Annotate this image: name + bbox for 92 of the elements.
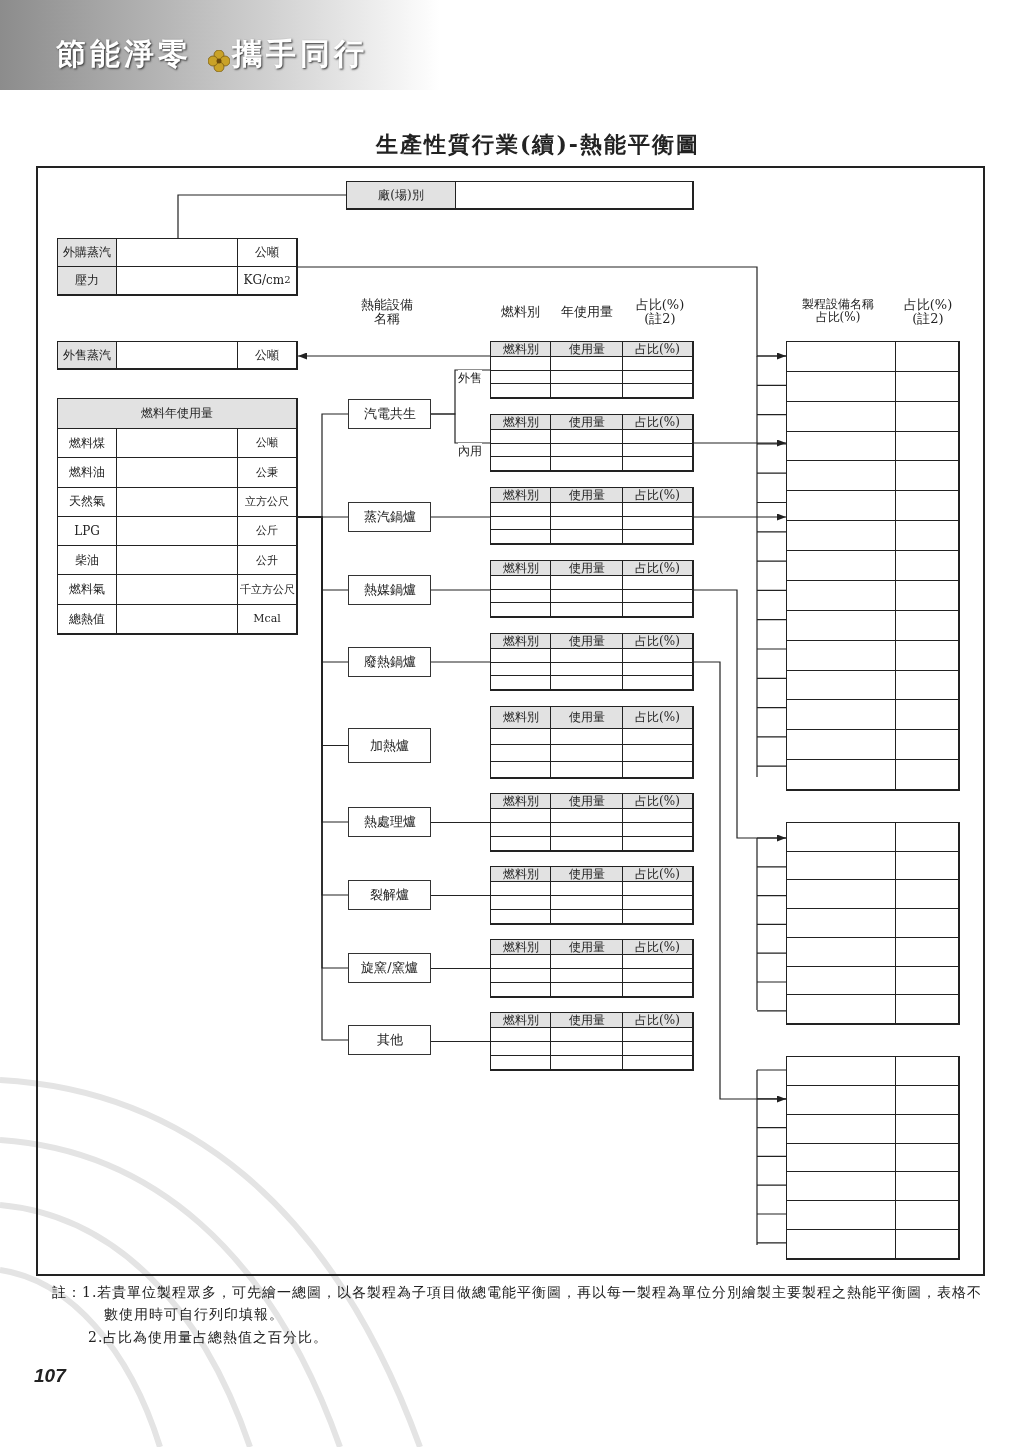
arrow: [297, 352, 491, 360]
connector-line: [430, 821, 491, 824]
plant-name-table: [346, 181, 694, 210]
table-header-cell: 燃料別: [490, 1012, 551, 1028]
fuel-usage-table: [490, 560, 694, 618]
table-header-cell: 燃料別: [490, 633, 551, 649]
footnote: 註：1.若貴單位製程眾多，可先繪一總圖，以各製程為子項目做總電能平衡圖，再以每一製程為單位分別繪製主要製程之熱能平衡圖，表格不數使用時可自行列印填報。: [52, 1283, 984, 1324]
table-header-cell: 使用量: [550, 341, 623, 357]
arrow: [693, 439, 787, 447]
fuel-usage-table: [490, 414, 694, 472]
table-header-cell: 占比(%): [622, 866, 693, 882]
column-heading: 製程設備名稱占比(%): [801, 298, 875, 324]
table-header-cell: 占比(%): [622, 414, 693, 430]
process-box: 裂解爐: [348, 880, 431, 910]
process-box: 旋窯/窯爐: [348, 953, 431, 983]
fuel-usage-table: [490, 633, 694, 691]
arrow: [693, 661, 787, 1103]
table-header-cell: 占比(%): [622, 633, 693, 649]
table-header-cell: 占比(%): [622, 1012, 693, 1028]
table-header-cell: 燃料別: [490, 341, 551, 357]
footnote: 2.占比為使用量占總熱值之百分比。: [88, 1328, 330, 1347]
unit-cell: KG/cm$^{2}$: [237, 266, 297, 295]
table-header-cell: 占比(%): [622, 560, 693, 576]
row-label-cell: 廠(場)別: [346, 181, 456, 209]
connector-line: [430, 894, 491, 897]
page-number: 107: [34, 1366, 68, 1386]
process-box: 汽電共生: [348, 399, 431, 429]
table-header-cell: 燃料別: [490, 866, 551, 882]
process-box: 其他: [348, 1025, 431, 1055]
column-heading: 燃料別: [499, 305, 541, 319]
process-box: 加熱爐: [348, 728, 431, 763]
arrow: [693, 589, 787, 842]
process-equipment-table: [786, 1056, 960, 1260]
table-header-cell: 占比(%): [622, 939, 693, 955]
table-header-cell: 使用量: [550, 793, 623, 809]
process-box: 熱處理爐: [348, 807, 431, 837]
table-header-cell: 占比(%): [622, 706, 693, 729]
column-heading: 占比(%)(註2): [902, 298, 954, 326]
table-header-cell: 燃料別: [490, 414, 551, 430]
connector-line: [430, 661, 491, 663]
process-equipment-table: [786, 822, 960, 1025]
process-box: 熱媒鍋爐: [348, 575, 431, 605]
connector-line: [430, 589, 491, 591]
connector-line: [430, 413, 491, 444]
fuel-usage-table: [490, 1012, 694, 1071]
table-header-cell: 使用量: [550, 1012, 623, 1028]
table-header-cell: 使用量: [550, 487, 623, 503]
fuel-usage-table: [490, 793, 694, 852]
connector-line: [430, 1040, 491, 1043]
table-header-cell: 燃料年使用量: [57, 398, 297, 429]
arrow: [297, 266, 787, 360]
fuel-usage-table: [490, 939, 694, 998]
table-header-cell: 燃料別: [490, 939, 551, 955]
unit-cell: 公噸: [237, 341, 297, 369]
diagram-title: 生產性質行業(續)-熱能平衡圖: [374, 133, 701, 157]
column-heading: 占比(%)(註2): [634, 298, 686, 326]
unit-cell: 千立方公尺: [237, 574, 297, 605]
table-header-cell: 占比(%): [622, 487, 693, 503]
fuel-usage-table: [490, 341, 694, 399]
fuel-usage-table: [57, 398, 298, 635]
banner-slogan: 攜手同行: [232, 38, 369, 70]
fuel-usage-table: [490, 487, 694, 545]
process-equipment-table: [786, 341, 960, 791]
steam-table: [57, 341, 298, 370]
branch-label: 內用: [458, 443, 482, 460]
table-header-cell: 使用量: [550, 866, 623, 882]
branch-label: 外售: [458, 370, 482, 387]
fuel-usage-table: [490, 706, 694, 779]
table-header-cell: 使用量: [550, 560, 623, 576]
banner-slogan: 節能淨零: [56, 38, 193, 70]
process-box: 蒸汽鍋爐: [348, 502, 431, 532]
arrow: [693, 513, 787, 521]
table-header-cell: 使用量: [550, 939, 623, 955]
table-header-cell: 燃料別: [490, 793, 551, 809]
row-label-cell: 壓力: [57, 266, 117, 295]
connector-line: [177, 194, 347, 239]
column-heading: 熱能設備名稱: [360, 298, 414, 326]
steam-table: [57, 238, 298, 296]
row-label-cell: 外購蒸汽: [57, 238, 117, 267]
connector-line: [430, 516, 491, 518]
process-box: 廢熱鍋爐: [348, 647, 431, 677]
table-header-cell: 使用量: [550, 414, 623, 430]
connector-line: [430, 967, 491, 970]
row-label-cell: 外售蒸汽: [57, 341, 117, 369]
table-header-cell: 燃料別: [490, 487, 551, 503]
table-header-cell: 燃料別: [490, 560, 551, 576]
table-header-cell: 使用量: [550, 633, 623, 649]
table-header-cell: 占比(%): [622, 341, 693, 357]
table-header-cell: 占比(%): [622, 793, 693, 809]
unit-cell: Mcal: [237, 603, 297, 634]
fuel-usage-table: [490, 866, 694, 925]
column-heading: 年使用量: [560, 305, 614, 319]
